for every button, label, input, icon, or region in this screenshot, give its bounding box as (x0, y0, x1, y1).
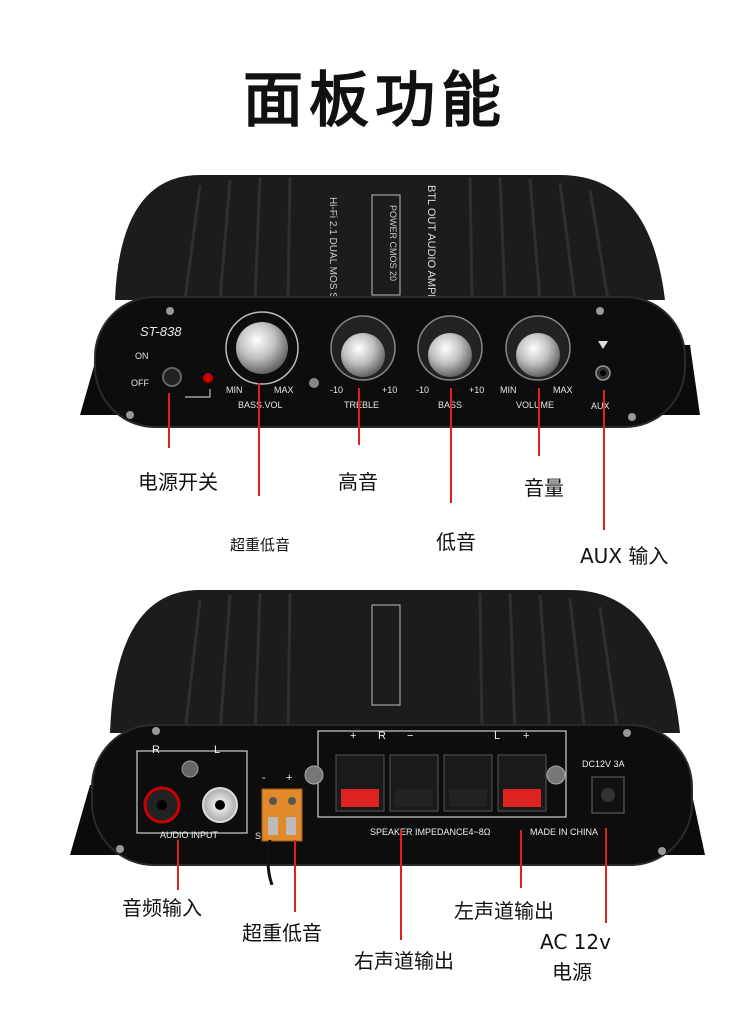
callout-ac-line2: 电源 (552, 960, 592, 984)
power-led (203, 373, 213, 383)
bass-vol-knob (236, 322, 288, 374)
knob1-max: MAX (274, 385, 294, 395)
leader-bass (450, 388, 452, 503)
callout-volume: 音量 (524, 476, 564, 500)
leader-aux (603, 390, 605, 530)
sub-minus-label: - (262, 772, 266, 784)
front-top-body (115, 175, 665, 300)
brand-badge: POWER CMOS 20 (388, 205, 398, 281)
treble-knob (341, 333, 385, 377)
back-top-body (110, 590, 680, 733)
knob1-label: BASS.VOL (238, 400, 283, 410)
leader-audio-input (177, 840, 179, 890)
model-label: ST-838 (140, 324, 182, 339)
callout-treble: 高音 (338, 470, 378, 494)
callout-super-bass: 超重低音 (230, 536, 291, 554)
leader-left-output (520, 830, 522, 888)
leader-treble (358, 388, 360, 445)
leader-right-output (400, 830, 402, 940)
spk-plus1: + (350, 730, 356, 742)
knob1-min: MIN (226, 385, 243, 395)
knob2-left: -10 (330, 385, 343, 395)
knob4-max: MAX (553, 385, 573, 395)
amplifier-back-view: R L AUDIO INPUT - + S + R − L + SPEAKER … (0, 585, 750, 885)
bass-knob (428, 333, 472, 377)
leader-volume (538, 388, 540, 456)
callout-left-output: 左声道输出 (454, 899, 554, 923)
brand-line1: BTL OUT AUDIO AMPLIFIER (425, 185, 437, 329)
callout-bass: 低音 (436, 530, 476, 554)
callout-sub-output: 超重低音 (242, 921, 322, 945)
dc-label: DC12V 3A (582, 759, 625, 769)
power-switch (162, 367, 182, 387)
speaker-impedance-label: SPEAKER IMPEDANCE4~8Ω (370, 827, 491, 837)
spk-l: L (494, 730, 500, 742)
page-title: 面板功能 (243, 66, 507, 136)
volume-knob (516, 333, 560, 377)
leader-sub-output (294, 840, 296, 912)
spk-plus2: + (523, 730, 529, 742)
sub-label: S (255, 831, 261, 841)
callout-ac-line1: AC 12v (540, 930, 611, 954)
rca-r-label: R (152, 744, 160, 756)
spk-r: R (378, 730, 386, 742)
callout-aux-input: AUX 输入 (580, 544, 669, 568)
leader-dc (605, 828, 607, 923)
callout-audio-input: 音频输入 (122, 896, 202, 920)
callout-power-switch: 电源开关 (138, 470, 218, 494)
brand-line2: Hi-Fi 2.1 DUAL MOS STEREO AMP (327, 197, 338, 358)
amplifier-front-view: BTL OUT AUDIO AMPLIFIER Hi-Fi 2.1 DUAL M… (0, 165, 750, 455)
switch-on-label: ON (135, 351, 149, 361)
knob4-min: MIN (500, 385, 517, 395)
leader-power (168, 393, 170, 448)
sub-plus-label: + (286, 772, 292, 784)
aux-label: AUX (591, 401, 610, 411)
audio-input-label: AUDIO INPUT (160, 830, 219, 840)
made-in-label: MADE IN CHINA (530, 827, 598, 837)
callout-right-output: 右声道输出 (354, 949, 454, 973)
knob3-right: +10 (469, 385, 484, 395)
spk-minus1: − (407, 730, 413, 742)
rca-l-label: L (214, 744, 220, 756)
switch-off-label: OFF (131, 378, 149, 388)
knob2-right: +10 (382, 385, 397, 395)
leader-bass-vol (258, 383, 260, 496)
knob3-left: -10 (416, 385, 429, 395)
knob2-label: TREBLE (344, 400, 379, 410)
knob4-label: VOLUME (516, 400, 554, 410)
